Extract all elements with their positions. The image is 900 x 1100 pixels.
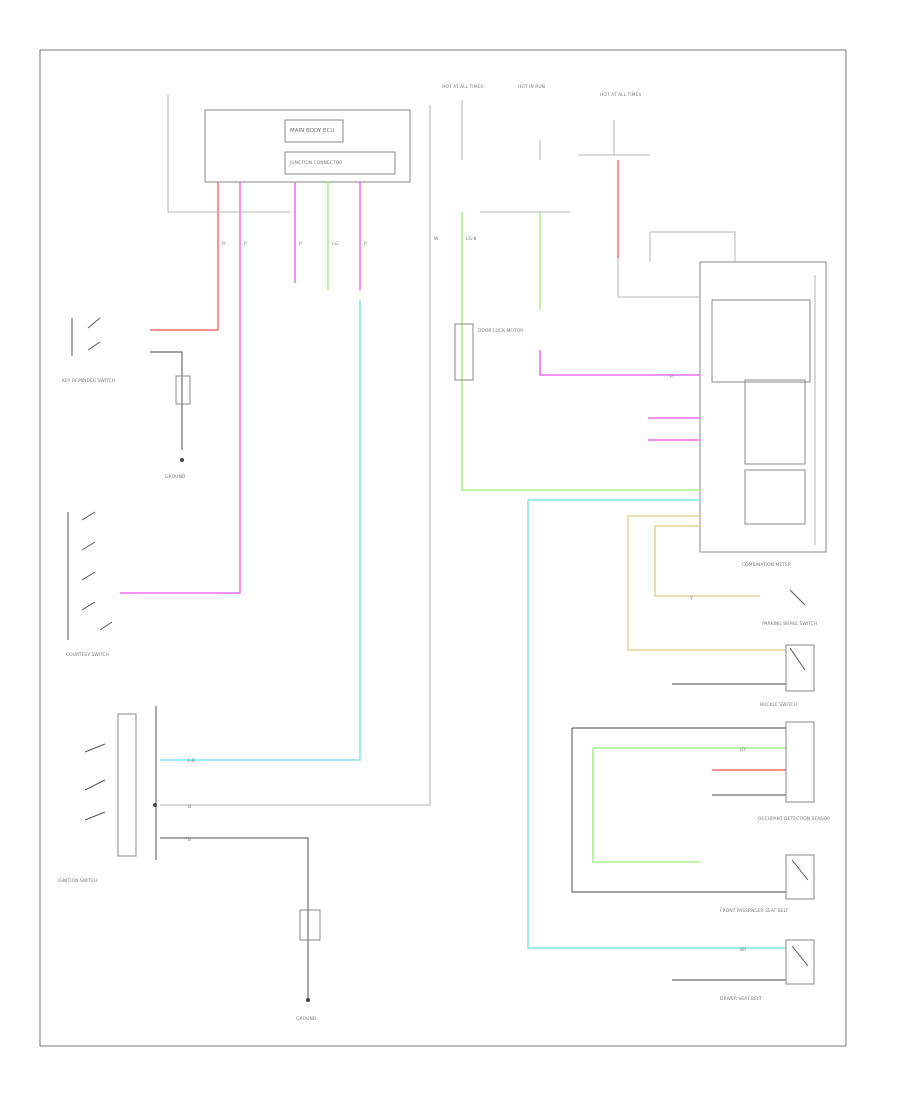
key-reminder-switch: KEY REMINDER SWITCH GROUND xyxy=(62,317,191,480)
tag-p-3: P xyxy=(364,241,367,247)
wire-magenta-4 xyxy=(539,350,700,376)
ignition-switch: IGNITION SWITCH GROUND xyxy=(58,706,321,1022)
tag-lg: LG xyxy=(332,241,339,247)
tag-p-1: P xyxy=(244,241,247,247)
buckle-switch: BUCKLE SWITCH xyxy=(760,644,815,708)
passenger-belt-label: FRONT PASSENGER SEAT BELT xyxy=(720,908,789,914)
driver-seat-belt-switch: DRIVER SEAT BELT xyxy=(720,939,815,1002)
passenger-seat-belt-switch: FRONT PASSENGER SEAT BELT xyxy=(720,854,815,914)
fuse-block-top xyxy=(429,100,650,213)
door-lock-motor: DOOR LOCK MOTOR xyxy=(454,323,523,381)
wire-tan-2 xyxy=(654,525,760,597)
key-reminder-label: KEY REMINDER SWITCH xyxy=(62,378,115,384)
tag-r: R xyxy=(222,241,225,247)
tag-lb: L-B xyxy=(188,758,195,764)
tag-b-1: B xyxy=(188,804,191,810)
wire-green-4 xyxy=(592,748,700,863)
main-body-ecu: MAIN BODY ECU JUNCTION CONNECTOR xyxy=(204,109,411,183)
occupant-detection-sensor: OCCUPANT DETECTION SENSOR xyxy=(758,721,830,822)
wire-dark-2 xyxy=(160,837,309,1000)
wire-gray-top-ecu xyxy=(167,95,290,213)
tag-br: BR xyxy=(740,947,746,953)
diagram-frame xyxy=(39,49,847,1047)
wire-gray-1 xyxy=(160,160,431,806)
tag-p-4: P xyxy=(670,374,673,380)
wire-tan-1 xyxy=(627,515,786,651)
ecu-label: MAIN BODY ECU xyxy=(290,128,334,134)
occupant-label: OCCUPANT DETECTION SENSOR xyxy=(758,816,830,822)
parking-brake-label: PARKING BRAKE SWITCH xyxy=(762,621,817,627)
wire-dark-3 xyxy=(571,728,786,893)
power-label-3: HOT AT ALL TIMES xyxy=(600,92,641,98)
ground-label-1: GROUND xyxy=(165,474,186,480)
wire-magenta-1 xyxy=(120,182,241,594)
parking-brake-switch: PARKING BRAKE SWITCH xyxy=(762,589,817,627)
wire-cyan-2 xyxy=(527,500,786,949)
ground-label-2: GROUND xyxy=(296,1016,317,1022)
combination-meter: COMBINATION METER xyxy=(699,261,827,568)
wire-cyan-1 xyxy=(160,300,361,761)
courtesy-switch-label: COURTESY SWITCH xyxy=(66,652,109,658)
tag-y: Y xyxy=(689,596,693,602)
tag-p-2: P xyxy=(299,241,302,247)
power-label-2: HOT IN RUN xyxy=(518,84,545,90)
door-lock-label: DOOR LOCK MOTOR xyxy=(478,328,523,334)
tag-w: W xyxy=(434,236,439,242)
wire-green-2 xyxy=(461,212,700,491)
tag-gy: GY xyxy=(740,747,746,753)
junction-label: JUNCTION CONNECTOR xyxy=(289,160,342,166)
courtesy-switch-group: COURTESY SWITCH xyxy=(66,511,113,658)
ignition-switch-label: IGNITION SWITCH xyxy=(58,878,98,884)
tag-lgb: LG-B xyxy=(466,236,477,242)
relay-top-right xyxy=(617,231,736,298)
wire-red-1 xyxy=(150,182,219,331)
wire-dark-1 xyxy=(150,351,183,450)
buckle-switch-label: BUCKLE SWITCH xyxy=(760,702,797,708)
driver-belt-label: DRIVER SEAT BELT xyxy=(720,996,762,1002)
tag-b-2: B xyxy=(188,837,191,843)
power-label-1: HOT AT ALL TIMES xyxy=(442,84,483,90)
combination-meter-label: COMBINATION METER xyxy=(742,562,791,568)
